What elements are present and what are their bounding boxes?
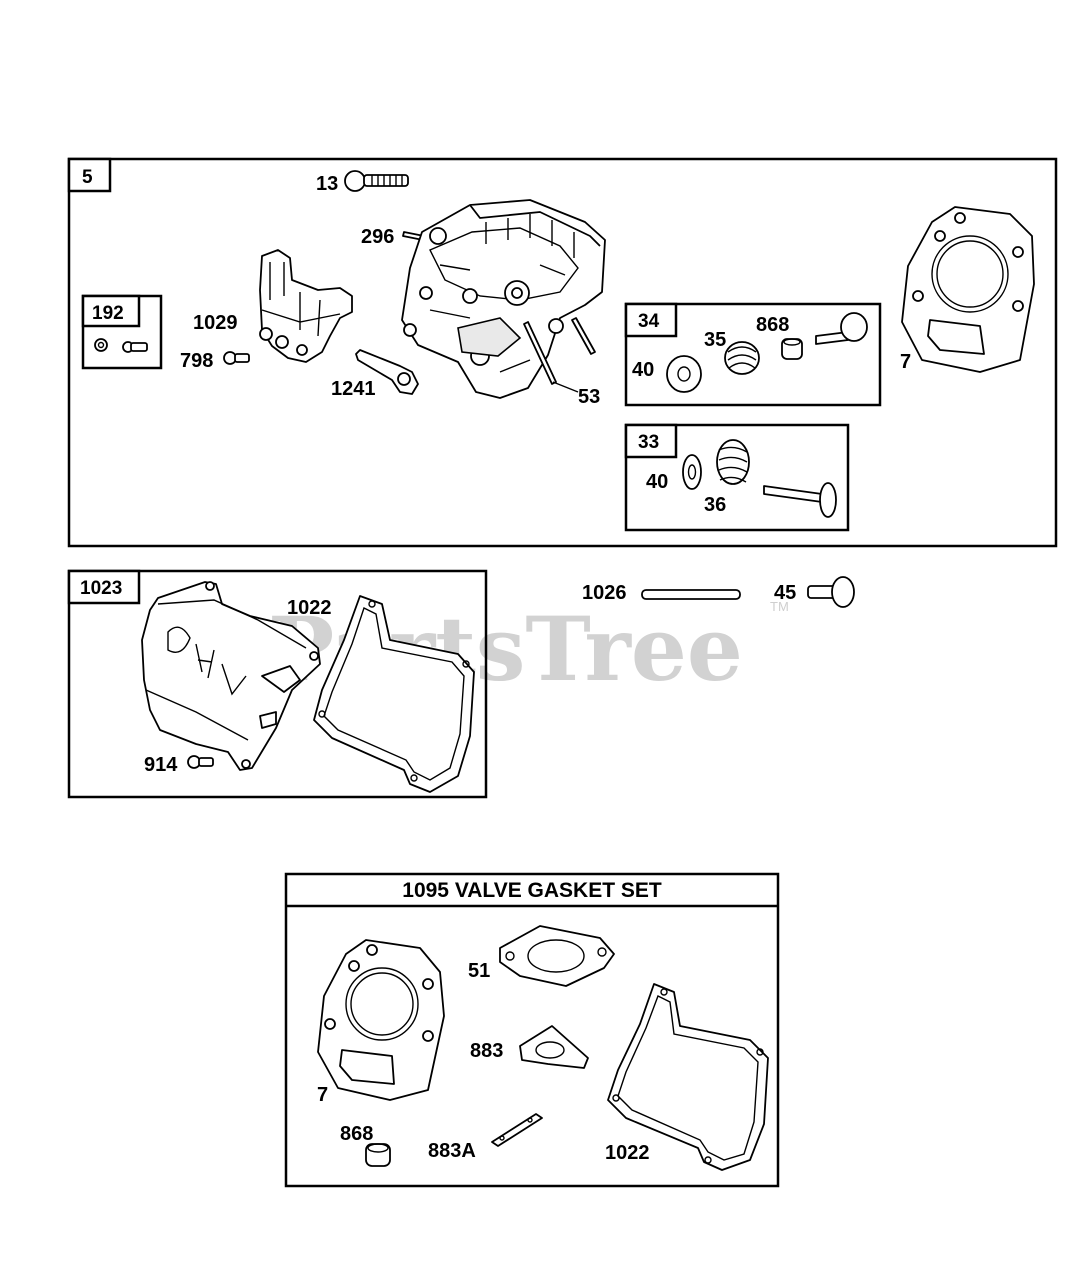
valve-b-icon[interactable] [763, 482, 837, 518]
group-192-tag: 192 [92, 303, 124, 324]
label-1241: 1241 [331, 378, 376, 400]
group-1023-tag-box [67, 569, 141, 605]
label-13: 13 [316, 173, 338, 195]
retainer-40-b-icon[interactable] [682, 454, 702, 490]
label-883A: 883A [428, 1140, 476, 1162]
label-1022-b: 1022 [605, 1142, 650, 1164]
bolt-13-icon[interactable] [344, 170, 409, 192]
label-296: 296 [361, 226, 394, 248]
label-1029: 1029 [193, 312, 238, 334]
group-5-tag-box [67, 157, 112, 193]
cylinder-head-icon[interactable] [401, 199, 606, 399]
group-34-frame [624, 302, 882, 407]
group-192-tag-box [81, 294, 141, 328]
label-7-bottom: 7 [317, 1084, 328, 1106]
screw-914-icon[interactable] [187, 755, 214, 769]
seal-868-b-icon[interactable] [365, 1143, 391, 1167]
rocker-arm-1241-icon[interactable] [355, 349, 419, 395]
group-34-tag-box [624, 302, 678, 338]
group-1095-frame [284, 872, 780, 1188]
valve-icon[interactable] [815, 312, 868, 345]
group-33-tag: 33 [638, 432, 659, 453]
label-7-top: 7 [900, 351, 911, 373]
group-33: 33 40 36 [624, 423, 850, 532]
group-1023-tag: 1023 [80, 578, 122, 599]
label-914: 914 [144, 754, 178, 776]
nut-icon[interactable] [94, 338, 108, 352]
group-1023-valve-cover: 1023 1022 914 [67, 569, 488, 799]
group-1095-title: 1095 VALVE GASKET SET [402, 879, 662, 902]
head-gasket-7-icon[interactable] [901, 206, 1035, 373]
label-45: 45 [774, 582, 796, 604]
label-798: 798 [180, 350, 213, 372]
spring-35-icon[interactable] [724, 341, 760, 375]
group-5-frame [67, 157, 1058, 548]
valve-cover-gasket-1022-b-icon[interactable] [607, 983, 769, 1171]
bracket-1029-icon[interactable] [259, 249, 353, 363]
group-1023-frame [67, 569, 488, 799]
label-1022-a: 1022 [287, 597, 332, 619]
valve-cover-icon[interactable] [141, 581, 321, 771]
label-36: 36 [704, 494, 726, 516]
exhaust-gasket-51-icon[interactable] [499, 925, 615, 987]
screw-798-icon[interactable] [223, 351, 250, 365]
label-51: 51 [468, 960, 490, 982]
seal-868-icon[interactable] [781, 338, 803, 360]
retainer-40-icon[interactable] [666, 355, 702, 393]
label-883: 883 [470, 1040, 503, 1062]
tappet-45-icon[interactable] [807, 576, 855, 608]
label-868-b: 868 [340, 1123, 373, 1145]
label-40-b: 40 [646, 471, 668, 493]
head-gasket-7-b-icon[interactable] [317, 939, 445, 1101]
group-5-tag: 5 [82, 167, 93, 188]
label-1026: 1026 [582, 582, 627, 604]
gasket-883A-icon[interactable] [491, 1113, 543, 1147]
gasket-883-icon[interactable] [519, 1025, 589, 1069]
spring-36-icon[interactable] [716, 439, 750, 485]
group-33-tag-box [624, 423, 678, 459]
group-34-tag: 34 [638, 311, 660, 332]
group-1095-valve-gasket-set: 1095 VALVE GASKET SET 7 51 883 [284, 872, 780, 1188]
group-5-cylinder-head: 5 13 296 [67, 157, 1058, 548]
label-868-a: 868 [756, 314, 789, 336]
group-33-frame [624, 423, 850, 532]
valve-cover-gasket-1022-icon[interactable] [313, 595, 475, 793]
leader-53 [552, 381, 579, 393]
group-192: 192 [81, 294, 163, 370]
label-53: 53 [578, 386, 600, 408]
group-34: 34 40 35 868 [624, 302, 882, 407]
label-35: 35 [704, 329, 726, 351]
screw-icon[interactable] [122, 341, 148, 353]
push-rod-1026-icon[interactable] [641, 589, 741, 600]
label-40-a: 40 [632, 359, 654, 381]
watermark-trademark: TM [770, 599, 789, 614]
